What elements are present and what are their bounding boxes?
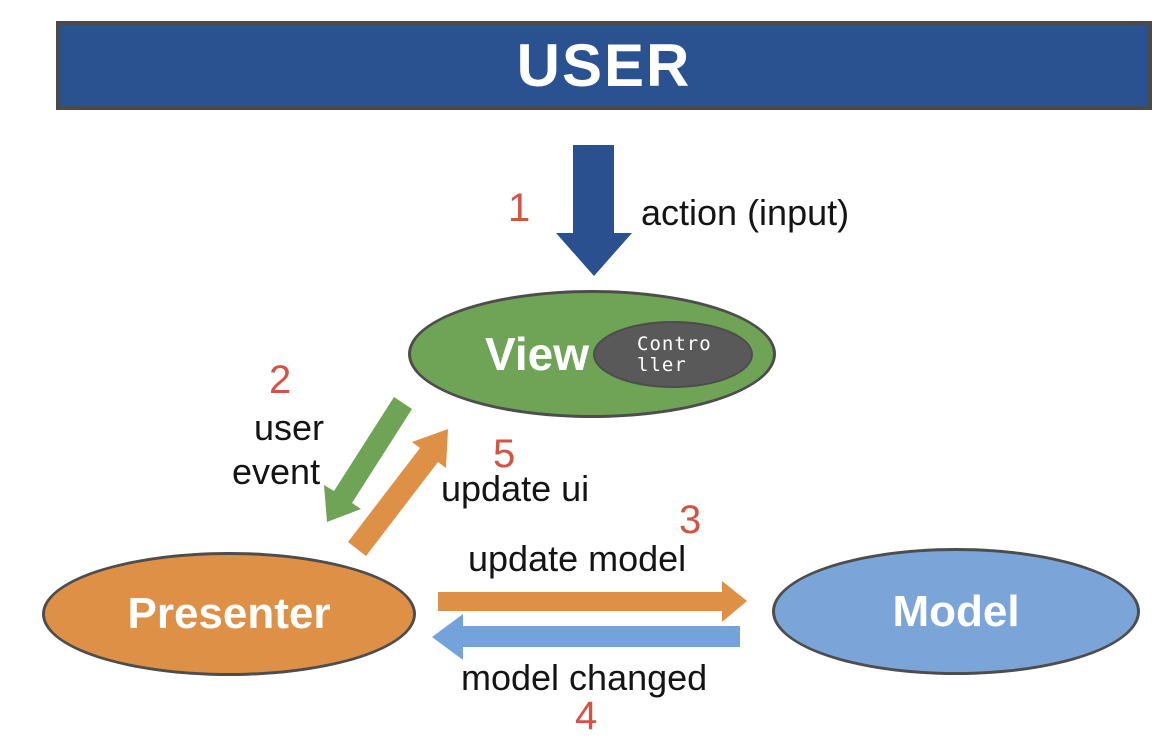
controller-node: Contro ller — [593, 321, 753, 388]
presenter-node-label: Presenter — [127, 589, 331, 638]
view-node-label: View — [485, 328, 589, 380]
step-1-number: 1 — [508, 186, 531, 230]
controller-label-line1: Contro — [637, 332, 712, 355]
model-node-label: Model — [892, 586, 1020, 636]
step-5-label: update ui — [441, 468, 590, 509]
controller-label-line2: ller — [637, 353, 687, 376]
step-3-label: update model — [468, 538, 687, 579]
step-3-number: 3 — [679, 498, 702, 542]
user-banner-label: USER — [516, 32, 692, 99]
model-changed-arrow-icon — [432, 614, 740, 660]
controller-node-label: Contro ller — [637, 332, 712, 376]
view-node: View — [408, 290, 776, 418]
user-banner: USER — [56, 21, 1152, 110]
user-event-arrow-icon — [324, 397, 412, 522]
step-5-number: 5 — [493, 432, 516, 476]
update-model-arrow-icon — [438, 581, 747, 622]
action-input-arrow-icon — [556, 145, 632, 276]
model-node: Model — [772, 548, 1140, 675]
update-ui-arrow-icon — [348, 429, 448, 556]
step-2-number: 2 — [269, 358, 292, 402]
step-2-label-line2: event — [232, 451, 321, 492]
step-4-label: model changed — [461, 657, 708, 698]
step-4-number: 4 — [575, 694, 598, 738]
step-2-label-line1: user — [254, 407, 325, 448]
presenter-node: Presenter — [42, 552, 416, 676]
step-1-label: action (input) — [641, 192, 850, 233]
